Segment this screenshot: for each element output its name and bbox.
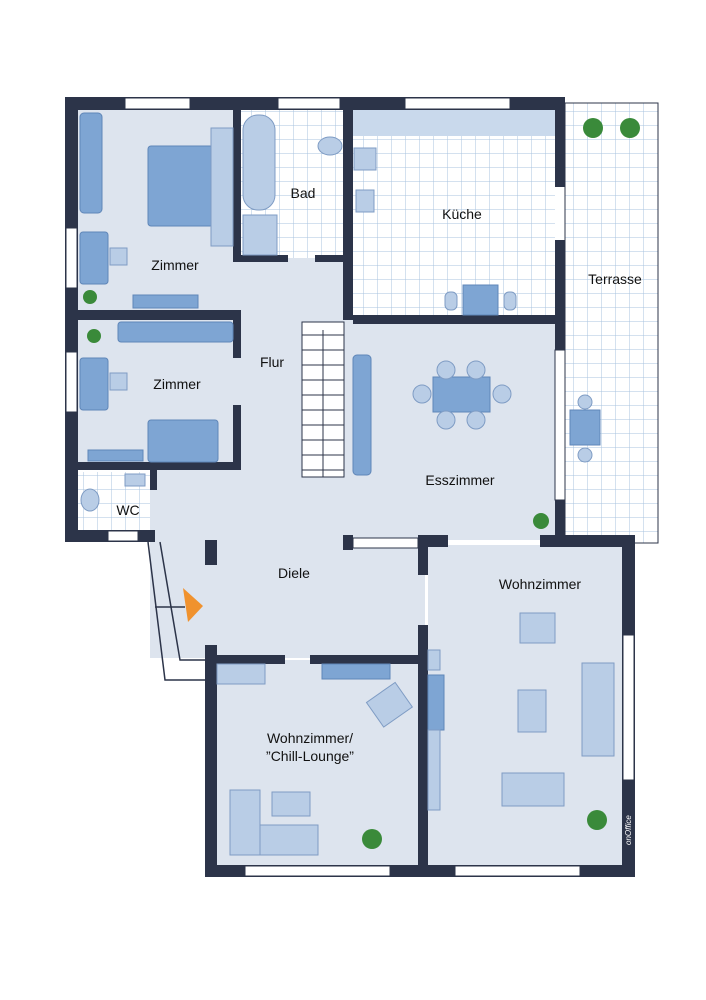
- terrace-table: [569, 409, 601, 446]
- bathtub: [242, 114, 276, 211]
- label-diele: Diele: [278, 565, 310, 581]
- label-zimmer-1: Zimmer: [151, 257, 199, 273]
- label-bad: Bad: [291, 185, 316, 201]
- room-labels: Zimmer Bad Küche Terrasse Flur Zimmer Es…: [116, 185, 642, 764]
- armchair-w1: [519, 612, 556, 644]
- label-terrasse: Terrasse: [588, 271, 642, 287]
- wardrobe: [79, 112, 103, 214]
- plant-icon: [620, 118, 640, 138]
- floors: [78, 102, 659, 867]
- label-wc: WC: [116, 502, 139, 518]
- nightstand: [210, 127, 234, 247]
- furniture: [79, 112, 615, 856]
- entrance: [147, 541, 205, 681]
- bed-2: [147, 419, 219, 463]
- plant-icon: [587, 810, 607, 830]
- floor-diele: [150, 468, 425, 658]
- plant-icon: [583, 118, 603, 138]
- label-flur: Flur: [260, 354, 284, 370]
- sink-bad: [317, 136, 343, 156]
- watermark-logo: onOffice: [624, 815, 633, 845]
- coffee-table-c: [271, 791, 311, 817]
- desk: [79, 231, 109, 285]
- armchair-c: [365, 681, 414, 728]
- tv-unit: [427, 674, 445, 731]
- floor-kueche: [353, 110, 555, 318]
- windows: [65, 97, 635, 877]
- label-wohnzimmer: Wohnzimmer: [499, 576, 582, 592]
- radiator-c: [321, 663, 391, 680]
- label-kueche: Küche: [442, 206, 482, 222]
- plant-icon: [362, 829, 382, 849]
- entrance-arrow-icon: [183, 588, 203, 622]
- stove: [353, 147, 377, 171]
- floor-terrasse: [564, 102, 659, 544]
- bed-double: [147, 145, 214, 227]
- plant-icon: [533, 513, 549, 529]
- floor-kitchen-counter: [353, 110, 555, 136]
- plants: [83, 118, 640, 849]
- shelf-1: [427, 649, 441, 671]
- desk-2: [79, 357, 109, 411]
- radiator-2: [87, 449, 144, 462]
- corner-unit: [216, 663, 266, 685]
- label-chill-2: ”Chill-Lounge”: [266, 748, 354, 764]
- shower: [242, 214, 278, 256]
- toilet-wc: [80, 488, 100, 512]
- kitchen-sink: [355, 189, 375, 213]
- sideboard: [352, 354, 372, 476]
- sink-wc: [124, 473, 146, 487]
- shelf-2: [427, 729, 441, 811]
- chair-k1: [444, 291, 458, 311]
- plant-icon: [83, 290, 97, 304]
- label-esszimmer: Esszimmer: [425, 472, 495, 488]
- wardrobe-2: [117, 321, 234, 343]
- plant-icon: [87, 329, 101, 343]
- kitchen-table: [462, 284, 499, 316]
- label-zimmer-2: Zimmer: [153, 376, 201, 392]
- corner-sofa-v: [229, 789, 261, 856]
- sofa-w: [581, 662, 615, 757]
- sofa-w2: [501, 772, 565, 807]
- chair-k2: [503, 291, 517, 311]
- chair-2: [109, 372, 128, 391]
- radiator: [132, 294, 199, 309]
- dining-table: [432, 376, 491, 413]
- chair: [109, 247, 128, 266]
- coffee-table-w: [517, 689, 547, 733]
- label-chill-1: Wohnzimmer/: [267, 730, 353, 746]
